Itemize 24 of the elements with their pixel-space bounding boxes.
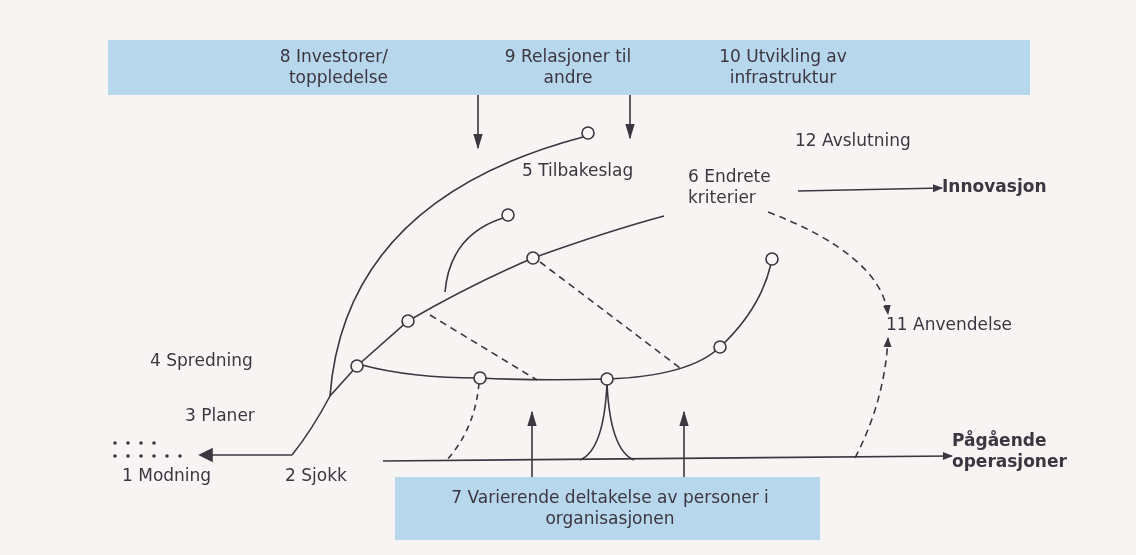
arrow <box>679 410 689 478</box>
stage-label: 4 Spredning <box>150 350 253 371</box>
arrow <box>767 211 891 315</box>
bottom-band <box>395 477 820 540</box>
top-band <box>108 40 1030 95</box>
arrow <box>473 94 483 150</box>
band-label: 7 Varierende deltakelse av personer i organisasjonen <box>450 487 770 529</box>
stage-label: 5 Tilbakeslag <box>522 160 634 181</box>
band-label: 8 Investorer/ toppledelse <box>278 46 388 88</box>
stage-label: Innovasjon <box>942 176 1048 197</box>
stage-label: 12 Avslutning <box>795 130 911 151</box>
stage-label: Pågående operasjoner <box>952 430 1068 472</box>
stage-label: 6 Endrete kriterier <box>688 166 772 208</box>
arrow <box>797 184 943 193</box>
stage-label: 11 Anvendelse <box>886 314 1014 335</box>
arrow <box>854 337 892 459</box>
stage-label: 1 Modning <box>122 465 212 486</box>
stage-label: 2 Sjokk <box>285 465 347 486</box>
band-label: 9 Relasjoner til andre <box>503 46 633 88</box>
arrow <box>625 94 635 140</box>
arrow <box>382 452 953 462</box>
arrow <box>527 410 537 478</box>
band-label: 10 Utvikling av infrastruktur <box>718 46 848 88</box>
stage-label: 3 Planer <box>185 405 255 426</box>
